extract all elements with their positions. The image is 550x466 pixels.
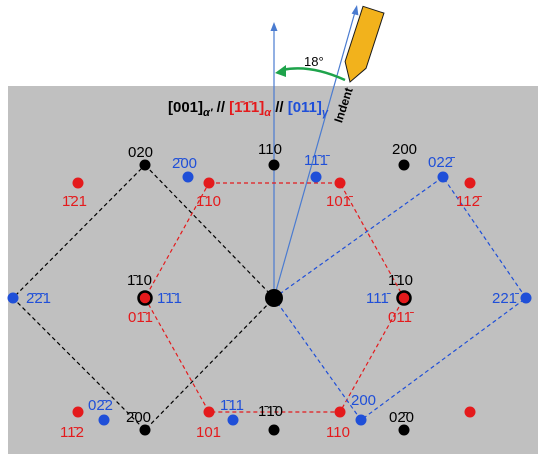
spot-gamma-bar200 xyxy=(182,171,194,183)
label-spot: 1̄10 xyxy=(127,272,152,289)
alpha-prime-cell xyxy=(12,164,275,431)
label-spot: 1̄10 xyxy=(196,193,221,210)
or-part-2: [1̄1̄1] xyxy=(229,99,264,116)
label-spot: 1̄1̄1 xyxy=(157,290,182,307)
label-spot: 200 xyxy=(392,141,417,158)
spot-gamma-bar111 xyxy=(227,414,239,426)
spot-alpha-prime-110 xyxy=(268,159,280,171)
spot-alpha-101 xyxy=(203,406,215,418)
label-spot: 1̄21 xyxy=(62,193,87,210)
label-spot: 1̄11 xyxy=(220,397,244,414)
sample-background xyxy=(8,86,538,454)
spot-alpha-1bar12 xyxy=(72,406,84,418)
label-spot: 101̄ xyxy=(326,193,353,210)
spot-alpha-bar110 xyxy=(203,177,215,189)
spot-gamma-200 xyxy=(355,414,367,426)
label-spot: 1̄10 xyxy=(388,272,413,289)
label-spot: 020 xyxy=(128,144,153,161)
or-part-1: [001] xyxy=(168,99,203,116)
label-spot: 022̄ xyxy=(428,154,455,171)
orientation-relationship: [001]α′ // [1̄1̄1]α // [011]γ xyxy=(168,99,329,119)
spot-alpha-110 xyxy=(334,406,346,418)
spot-alpha-prime-bar200 xyxy=(139,424,151,436)
or-part-3: [011] xyxy=(288,99,322,116)
angle-label: 18° xyxy=(304,54,324,69)
label-spot: 2̄00 xyxy=(126,409,151,426)
spot-alpha-112bar xyxy=(464,177,476,189)
gamma-cell xyxy=(273,176,527,421)
indent-axis xyxy=(273,11,356,299)
spot-overlap-right xyxy=(396,290,412,306)
or-sep-2: // xyxy=(271,99,288,116)
label-spot: 112̄ xyxy=(456,193,482,210)
label-spot: 110 xyxy=(326,424,350,441)
spot-alpha-prime-020 xyxy=(139,159,151,171)
label-spot: 111̄ xyxy=(366,290,391,307)
spot-gamma-11bar1bar xyxy=(310,171,322,183)
spot-alpha-prime-0bar20 xyxy=(398,424,410,436)
label-spot: 11̄2 xyxy=(60,424,84,441)
label-spot: 2̄2̄1 xyxy=(26,290,51,307)
label-spot: 02̄0 xyxy=(389,409,414,426)
spot-gamma-bar2bar21 xyxy=(7,292,19,304)
label-spot: 221̄ xyxy=(492,290,519,307)
reference-axis-arrowhead xyxy=(270,22,278,31)
spot-alpha-extra xyxy=(464,406,476,418)
label-spot: 110 xyxy=(258,141,282,158)
angle-arc xyxy=(281,67,346,82)
label-spot: 1̄1̄0 xyxy=(258,403,283,420)
indenter-shape xyxy=(344,5,385,83)
or-part-2-sub: α xyxy=(264,107,272,119)
transmitted-spot xyxy=(265,289,283,307)
label-spot: 011̄ xyxy=(388,309,414,326)
angle-arc-arrowhead xyxy=(275,65,286,77)
spot-alpha-prime-bar1bar10 xyxy=(268,424,280,436)
spot-alpha-prime-200 xyxy=(398,159,410,171)
label-spot: 101 xyxy=(196,424,221,441)
spot-overlap-left xyxy=(137,290,153,306)
indent-axis-arrowhead xyxy=(351,5,359,16)
spot-gamma-022bar xyxy=(437,171,449,183)
label-spot: 200 xyxy=(351,392,376,409)
spot-alpha-bar121 xyxy=(72,177,84,189)
spot-gamma-02bar2 xyxy=(98,414,110,426)
label-spot: 2̄00 xyxy=(172,155,197,172)
or-sep-1: // xyxy=(213,99,230,116)
spot-gamma-221bar xyxy=(520,292,532,304)
label-spot: 02̄2 xyxy=(88,397,113,414)
label-spot: 11̄1̄ xyxy=(304,152,330,169)
spot-alpha-10bar1 xyxy=(334,177,346,189)
or-part-1-sub: α′ xyxy=(203,107,214,119)
or-part-3-sub: γ xyxy=(322,107,329,119)
label-spot: 01̄1 xyxy=(128,309,153,326)
